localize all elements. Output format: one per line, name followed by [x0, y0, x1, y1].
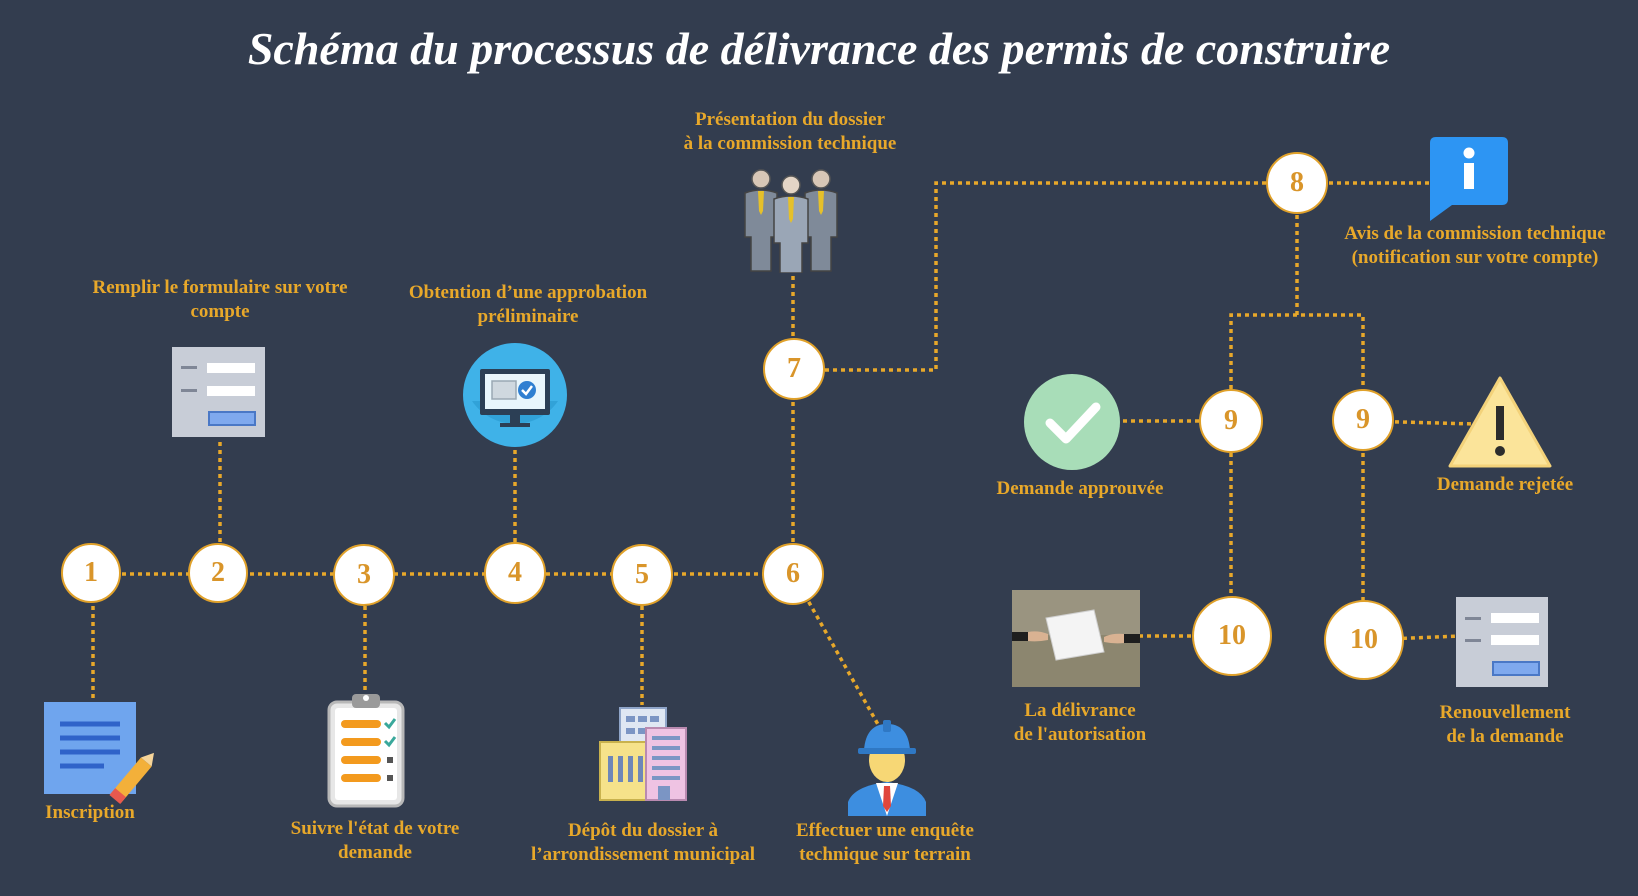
step-number: 2 — [211, 557, 225, 588]
step-number: 9 — [1356, 404, 1370, 435]
label-avis: Avis de la commission technique(notifica… — [1344, 223, 1606, 268]
step-node-10-renewal: 10 — [1324, 600, 1404, 680]
step-node-7: 7 — [763, 338, 825, 400]
step-node-3: 3 — [333, 544, 395, 606]
info-message-icon — [1430, 137, 1508, 221]
label-approuvee: Demande approuvée — [996, 478, 1164, 499]
step-node-10-delivery: 10 — [1192, 596, 1272, 676]
form-renewal-icon — [1456, 597, 1548, 687]
step-number: 6 — [786, 558, 800, 589]
step-node-5: 5 — [611, 544, 673, 606]
step-number: 5 — [635, 559, 649, 590]
clipboard-checklist-icon — [327, 694, 405, 808]
step-node-4: 4 — [484, 542, 546, 604]
step-node-2: 2 — [188, 543, 248, 603]
step-node-1: 1 — [61, 543, 121, 603]
page-title: Schéma du processus de délivrance des pe… — [247, 23, 1391, 74]
step-number: 9 — [1224, 405, 1238, 436]
step-node-8: 8 — [1266, 152, 1328, 214]
step-number: 4 — [508, 557, 522, 588]
monitor-check-icon — [463, 343, 567, 447]
business-people-icon — [744, 169, 838, 273]
step-number: 8 — [1290, 167, 1304, 198]
warning-triangle-icon — [1448, 376, 1552, 468]
engineer-icon — [848, 720, 926, 816]
step-number: 7 — [787, 353, 801, 384]
step-node-9-rejected: 9 — [1332, 389, 1394, 451]
checkmark-circle-icon — [1024, 374, 1120, 470]
step-number: 3 — [357, 559, 371, 590]
step-number: 10 — [1350, 624, 1378, 655]
step-number: 10 — [1218, 620, 1246, 651]
buildings-icon — [599, 707, 687, 801]
document-pencil-icon — [44, 702, 154, 805]
handover-document-icon — [1012, 590, 1140, 687]
step-node-9-approved: 9 — [1199, 389, 1263, 453]
form-icon — [172, 347, 265, 437]
label-inscription: Inscription — [45, 802, 135, 823]
step-node-6: 6 — [762, 543, 824, 605]
label-rejetee: Demande rejetée — [1436, 474, 1574, 495]
step-number: 1 — [84, 557, 98, 588]
